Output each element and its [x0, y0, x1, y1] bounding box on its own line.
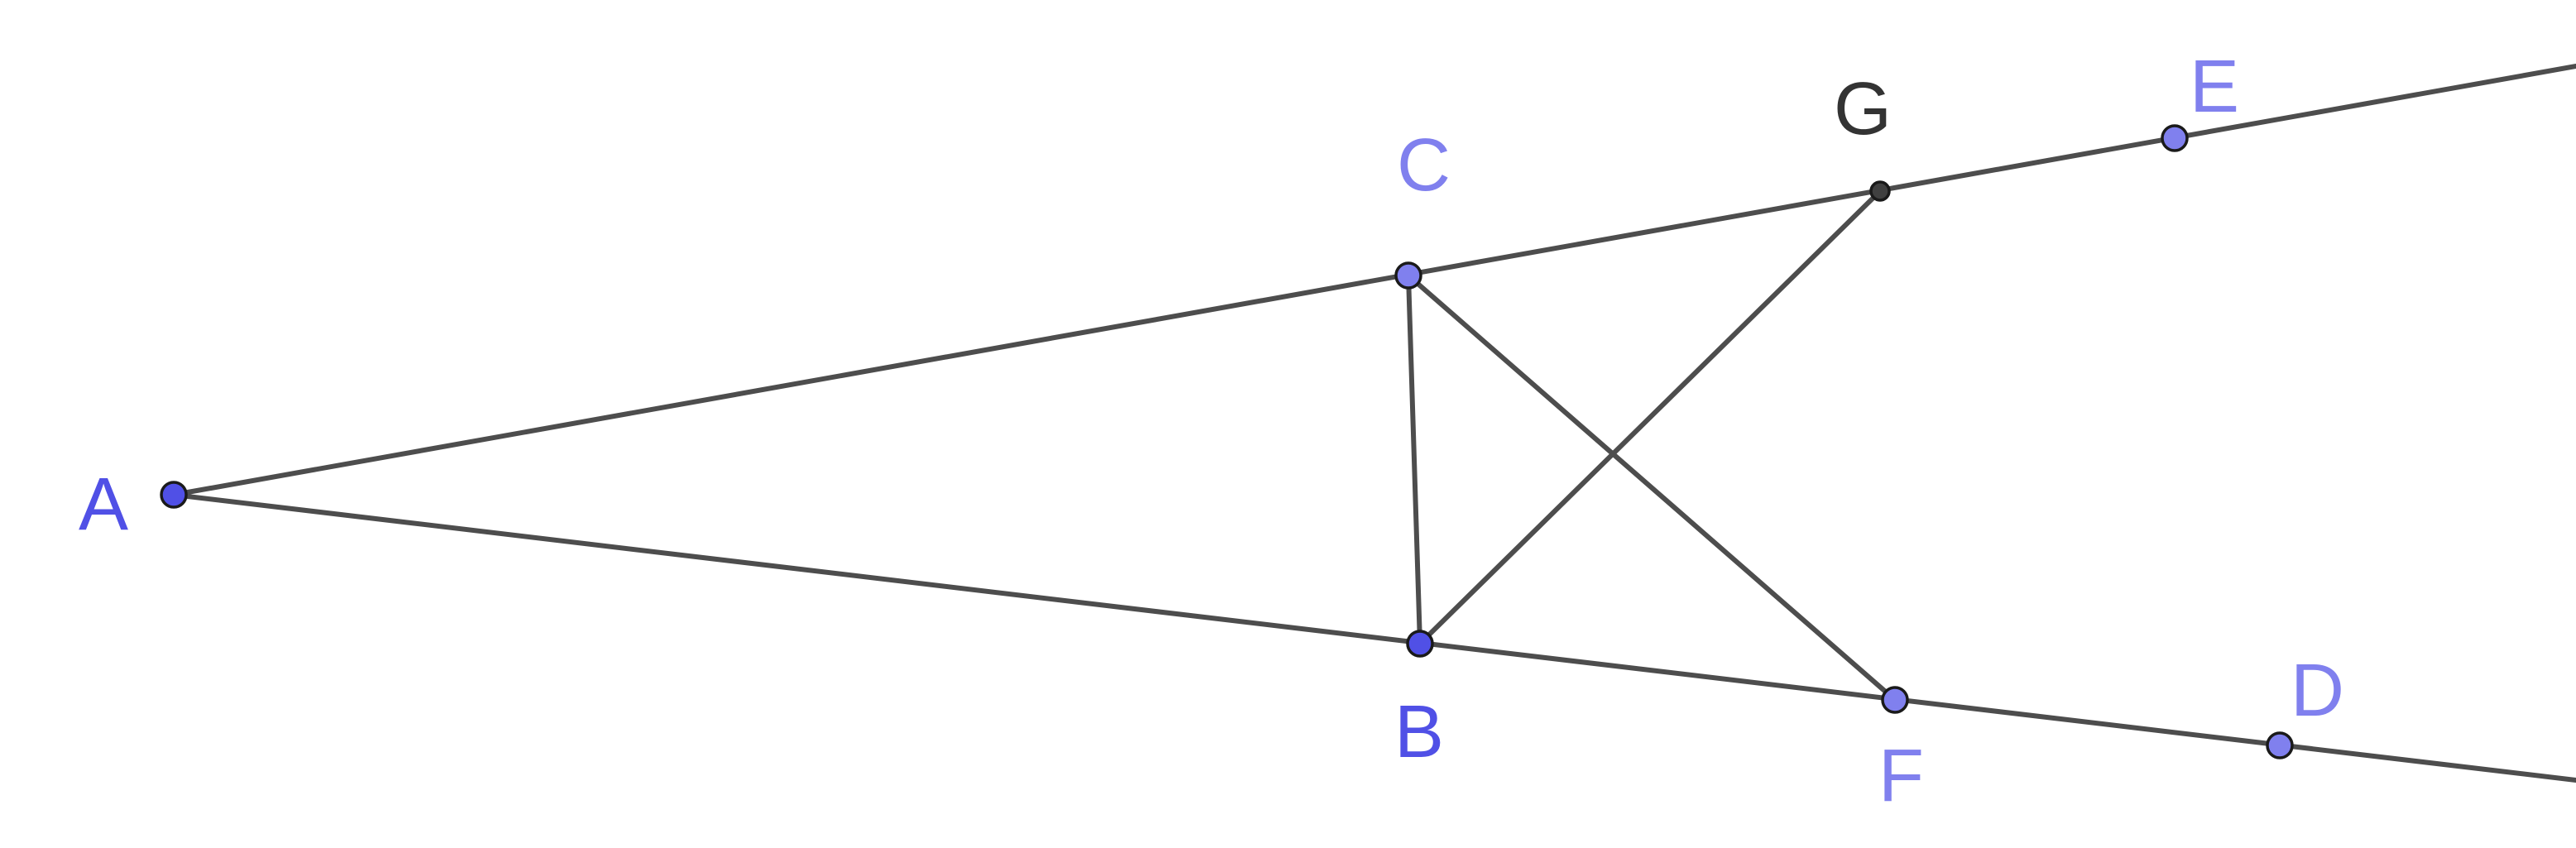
label-b: B: [1394, 691, 1444, 774]
labels-layer: A B C D E F G: [79, 46, 2344, 817]
segment-c-f: [1406, 273, 1897, 702]
point-a[interactable]: [160, 481, 188, 509]
point-e[interactable]: [2161, 124, 2189, 152]
label-c: C: [1397, 124, 1451, 207]
label-e: E: [2190, 46, 2239, 128]
ray-a-d: [171, 492, 2576, 783]
points-layer: [160, 124, 2294, 759]
label-g: G: [1834, 68, 1892, 151]
label-d: D: [2291, 649, 2344, 732]
ray-a-e: [171, 64, 2576, 497]
label-a: A: [79, 463, 128, 546]
point-f[interactable]: [1881, 686, 1909, 714]
segment-c-b: [1406, 273, 1422, 646]
point-b[interactable]: [1406, 630, 1434, 658]
lines-layer: [171, 64, 2576, 783]
label-f: F: [1878, 735, 1924, 817]
point-c[interactable]: [1394, 261, 1422, 290]
point-g[interactable]: [1869, 180, 1891, 202]
point-d[interactable]: [2266, 731, 2294, 759]
segment-b-g: [1418, 189, 1883, 646]
